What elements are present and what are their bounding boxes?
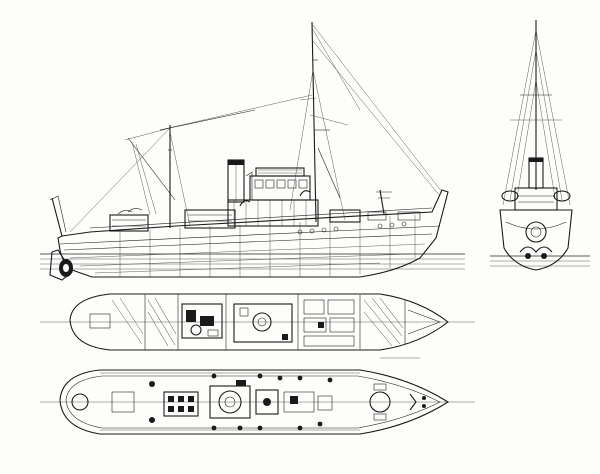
aft-mast [69, 125, 191, 233]
front-elevation [490, 20, 590, 271]
side-elevation [40, 21, 465, 281]
hold-plan [40, 369, 475, 435]
fore-mast [289, 21, 443, 223]
hull-side [57, 189, 449, 278]
funnel [227, 159, 253, 203]
deck-plan [40, 293, 475, 359]
